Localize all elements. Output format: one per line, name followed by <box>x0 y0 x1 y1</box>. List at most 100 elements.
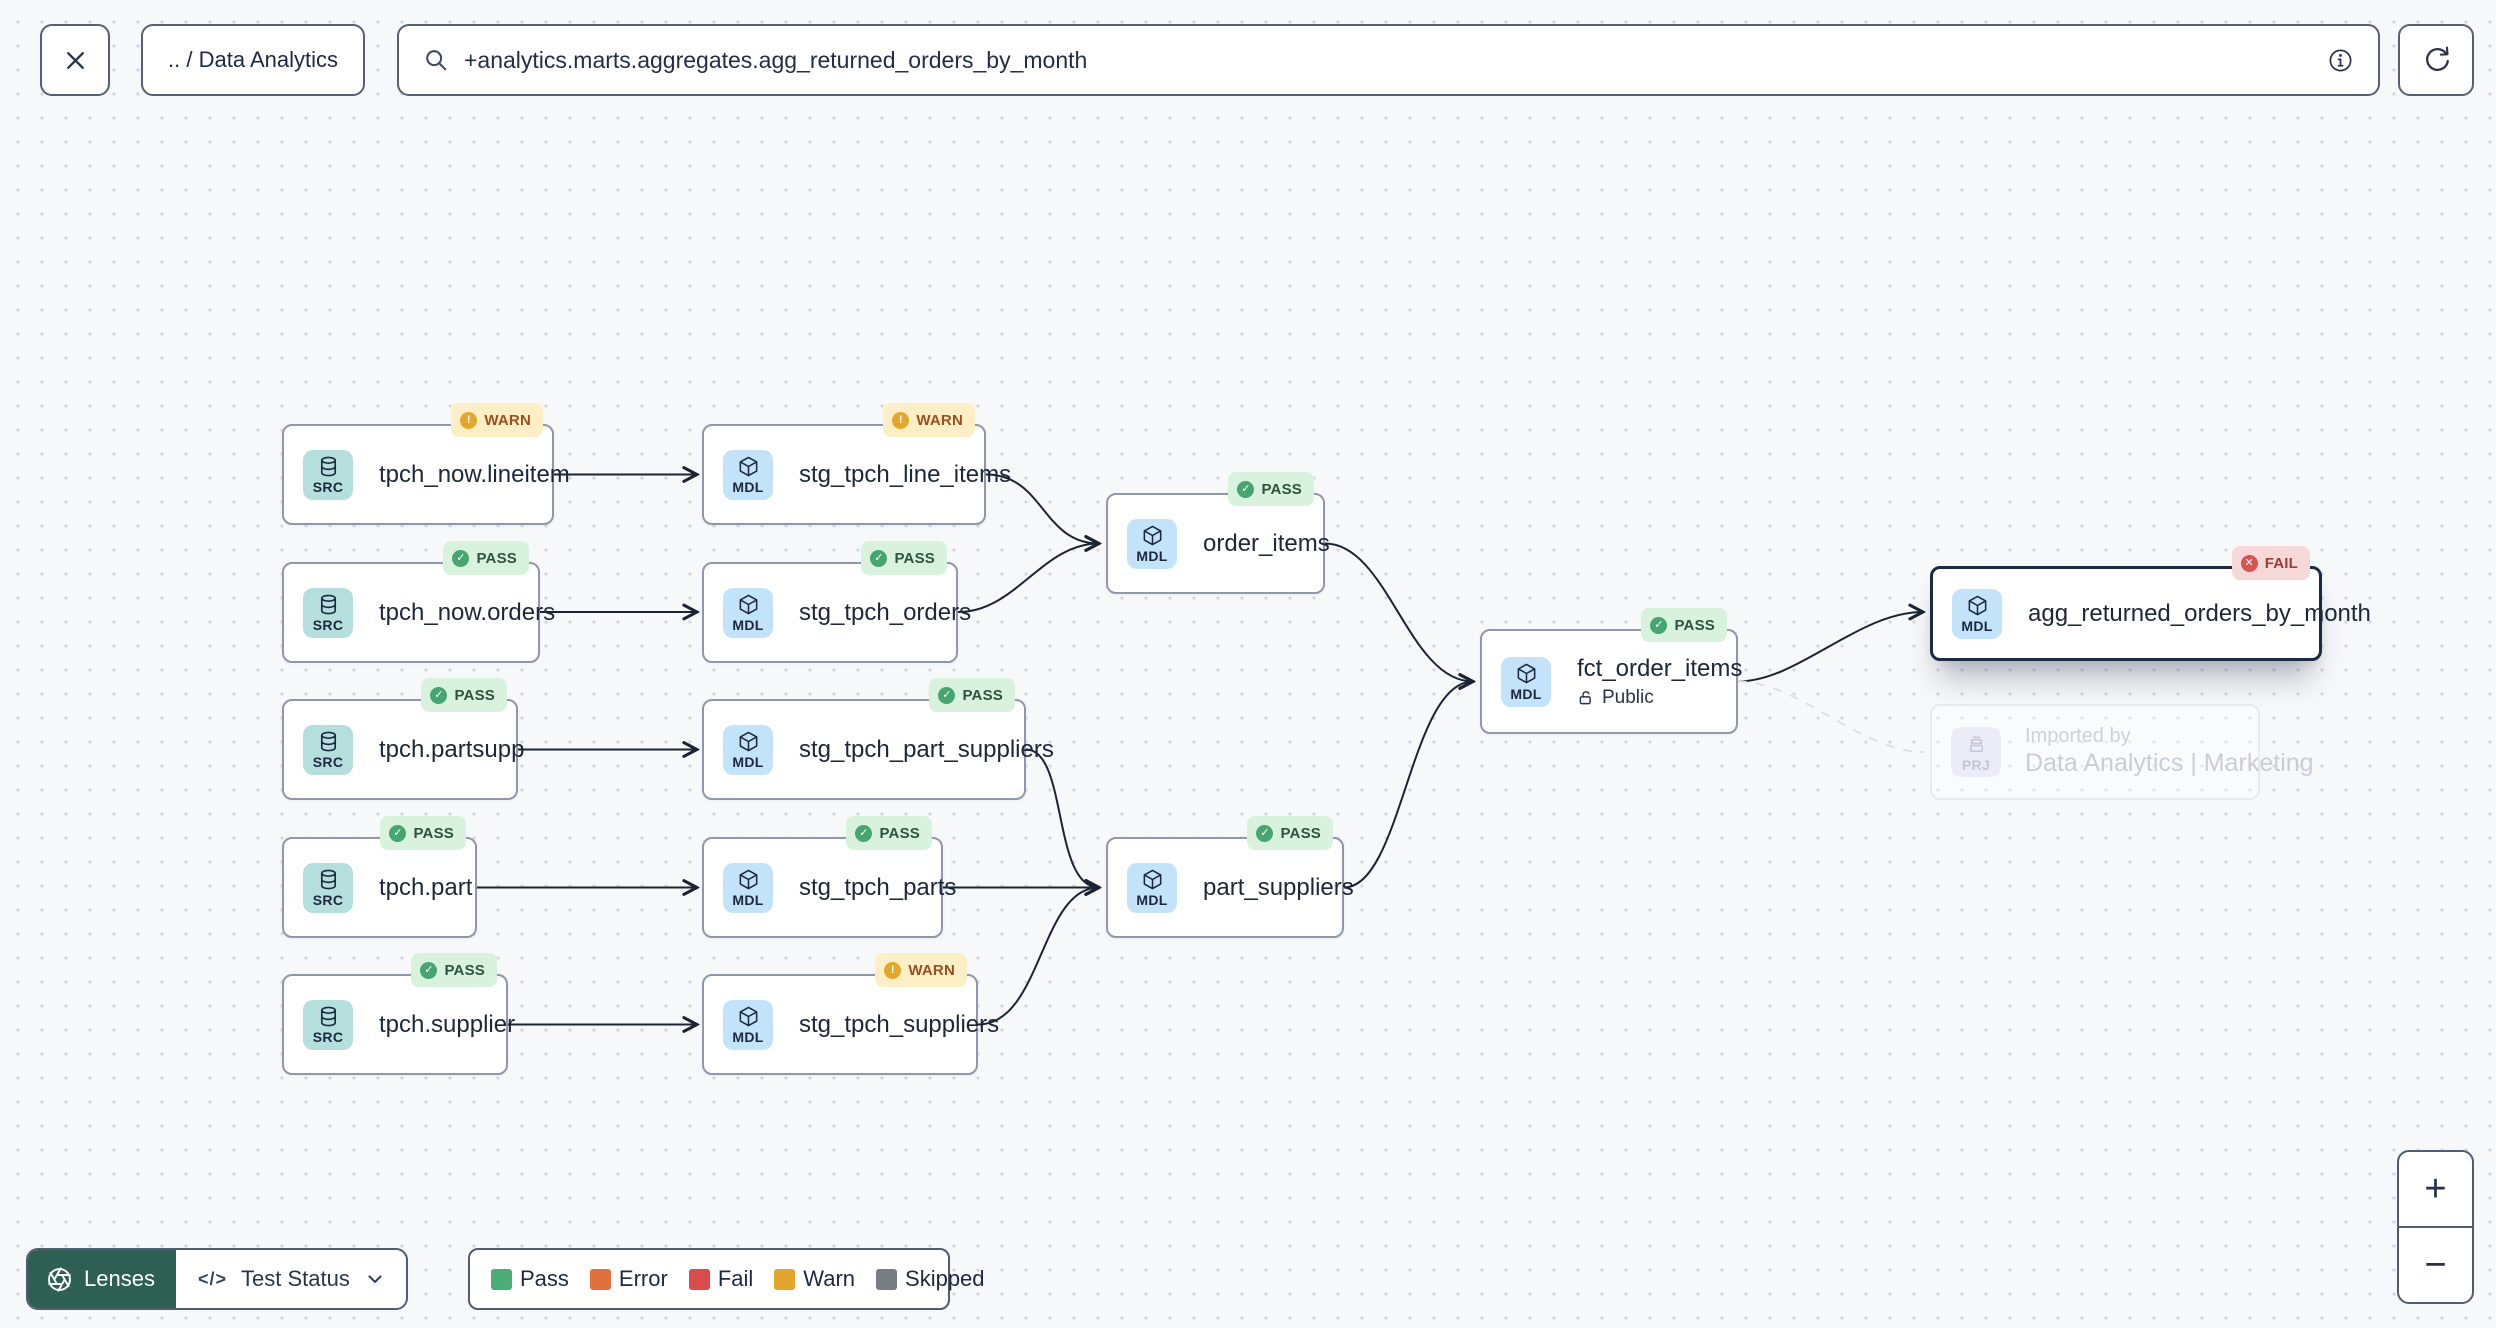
status-badge-pass: ✓ PASS <box>421 678 507 712</box>
aperture-icon <box>48 1266 71 1292</box>
database-icon <box>320 731 336 752</box>
status-label: PASS <box>413 824 454 842</box>
node-imported-by-project[interactable]: PRJ Imported by Data Analytics | Marketi… <box>1930 704 2314 800</box>
pass-icon: ✓ <box>452 549 470 567</box>
database-icon <box>320 594 336 615</box>
legend-item-skipped: Skipped <box>876 1266 985 1292</box>
error-swatch <box>589 1268 611 1290</box>
pass-icon: ✓ <box>1237 480 1255 498</box>
zoom-in-button[interactable]: + <box>2399 1152 2472 1226</box>
edge-order-items-to-fct <box>1324 542 1473 682</box>
node-type-label: MDL <box>1136 892 1168 908</box>
lens-control: Lenses </> Test Status <box>26 1248 408 1310</box>
search-input[interactable] <box>464 46 2312 74</box>
node-visibility: Public <box>1577 687 1742 709</box>
edge-stg-part-suppliers-to-part-suppliers <box>1025 748 1099 888</box>
model-type-chip: MDL <box>723 862 773 913</box>
node-tpch-partsupp[interactable]: ✓ PASS SRC tpch.partsupp <box>282 678 524 800</box>
cube-icon <box>1968 595 1986 616</box>
edge-fct-to-agg <box>1737 612 1923 683</box>
status-label: PASS <box>1280 824 1321 842</box>
source-type-chip: SRC <box>303 724 353 775</box>
status-legend: Pass Error Fail Warn Skipped <box>468 1248 985 1310</box>
status-label: PASS <box>476 549 517 567</box>
info-icon[interactable] <box>2327 47 2354 74</box>
status-badge-pass: ✓PASS <box>380 816 466 850</box>
node-type-label: MDL <box>732 754 764 770</box>
node-type-label: SRC <box>312 754 344 770</box>
pass-icon: ✓ <box>870 549 888 567</box>
pass-icon: ✓ <box>430 686 448 704</box>
pass-icon: ✓ <box>420 961 438 979</box>
status-badge-pass: ✓PASS <box>1228 472 1314 506</box>
lens-selector[interactable]: </> Test Status <box>176 1250 406 1308</box>
zoom-controls: + − <box>2397 1150 2474 1304</box>
cube-icon <box>739 594 757 615</box>
code-icon: </> <box>197 1268 227 1289</box>
model-type-chip: MDL <box>1127 518 1177 569</box>
cube-icon <box>1143 869 1161 890</box>
status-label: PASS <box>894 549 935 567</box>
source-type-chip: SRC <box>303 999 353 1050</box>
minus-icon: − <box>2424 1243 2447 1286</box>
model-type-chip: MDL <box>723 587 773 638</box>
model-type-chip: MDL <box>723 724 773 775</box>
status-label: PASS <box>454 686 495 704</box>
cube-icon <box>1143 525 1161 546</box>
edge-stg-suppliers-to-part-suppliers <box>977 888 1099 1026</box>
node-label: tpch_now.orders <box>379 598 556 626</box>
status-badge-pass: ✓ PASS <box>443 541 529 575</box>
cube-icon <box>739 456 757 477</box>
status-badge-warn: !WARN <box>451 403 543 437</box>
unlock-icon <box>1579 690 1591 704</box>
fail-swatch <box>688 1268 710 1290</box>
node-label: part_suppliers <box>1203 873 1354 901</box>
status-badge-warn: !WARN <box>875 953 967 987</box>
source-type-chip: SRC <box>303 862 353 913</box>
status-badge-pass: ✓PASS <box>1641 608 1727 642</box>
search-bar[interactable] <box>397 24 2380 96</box>
status-label: PASS <box>962 686 1003 704</box>
node-type-label: MDL <box>732 479 764 495</box>
node-label: tpch.partsupp <box>379 735 525 763</box>
node-stg-tpch-suppliers[interactable]: !WARN MDL stg_tpch_suppliers <box>702 953 999 1075</box>
node-label: stg_tpch_parts <box>799 873 957 901</box>
model-type-chip: MDL <box>1501 656 1551 707</box>
breadcrumb[interactable]: .. / Data Analytics <box>141 24 365 96</box>
edge-part-suppliers-to-fct <box>1343 682 1473 889</box>
status-label: PASS <box>879 824 920 842</box>
model-type-chip: MDL <box>723 999 773 1050</box>
node-type-label: SRC <box>312 1029 344 1045</box>
node-tpch-now-orders[interactable]: ✓ PASS SRC tpch_now.orders <box>282 541 555 663</box>
lenses-button[interactable]: Lenses <box>28 1250 176 1308</box>
status-label: WARN <box>908 961 955 979</box>
legend-item-pass: Pass <box>491 1266 569 1292</box>
node-type-label: MDL <box>732 1029 764 1045</box>
zoom-out-button[interactable]: − <box>2399 1226 2472 1302</box>
node-label: fct_order_items <box>1577 654 1743 682</box>
status-label: PASS <box>444 961 485 979</box>
status-badge-pass: ✓ PASS <box>411 953 497 987</box>
legend-item-warn: Warn <box>774 1266 855 1292</box>
close-button[interactable] <box>40 24 110 96</box>
node-type-label: SRC <box>312 479 344 495</box>
refresh-button[interactable] <box>2398 24 2474 96</box>
edge-fct-to-imported-by <box>1737 680 1925 753</box>
status-label: WARN <box>484 411 531 429</box>
node-label: stg_tpch_suppliers <box>799 1010 1000 1038</box>
source-type-chip: SRC <box>303 587 353 638</box>
node-type-label: MDL <box>1136 548 1168 564</box>
project-type-chip: PRJ <box>1951 727 2001 777</box>
legend-item-fail: Fail <box>688 1266 753 1292</box>
